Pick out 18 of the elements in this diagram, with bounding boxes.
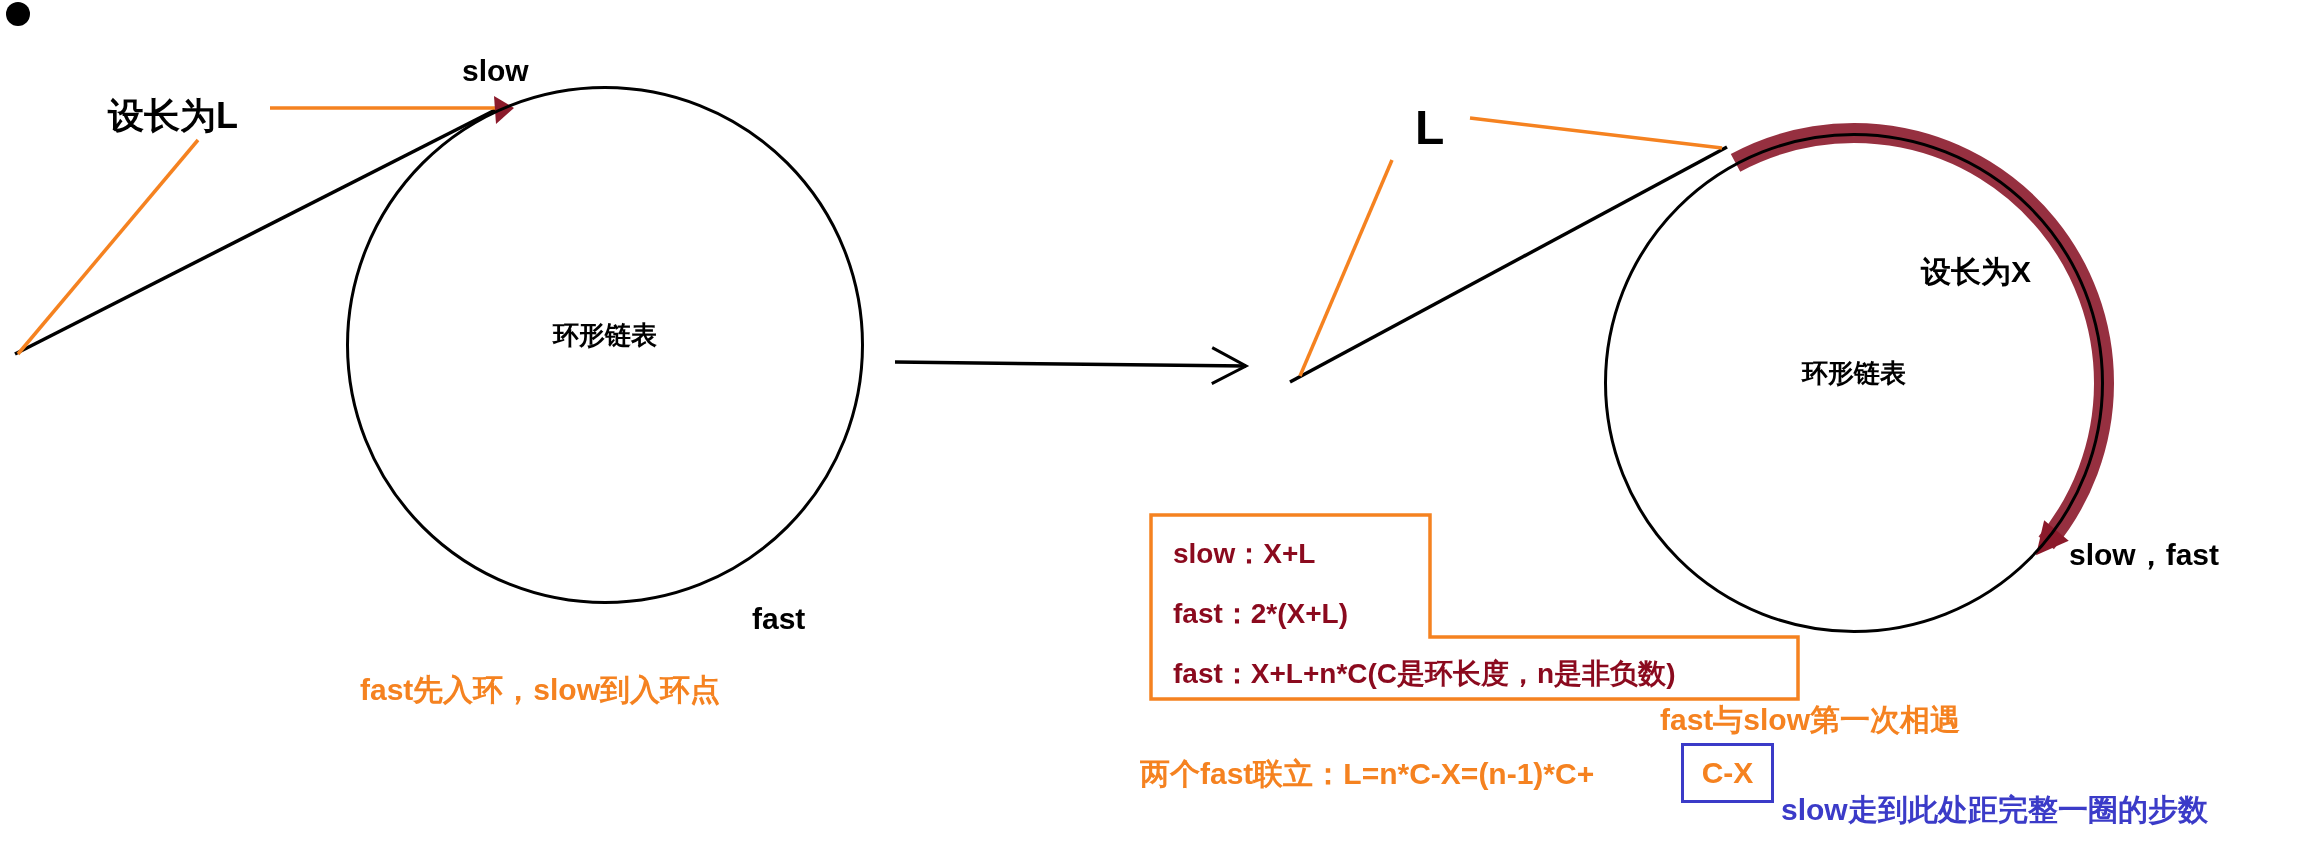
point-label: slow: [462, 54, 529, 88]
equation-text: 两个fast联立：L=n*C-X=(n-1)*C+: [1140, 756, 1595, 792]
length-label: 设长为L: [108, 94, 238, 138]
formula-box: [1149, 513, 1800, 701]
ring-label: 环形链表: [551, 319, 658, 352]
caption-text: fast先入环，slow到入环点: [360, 672, 721, 708]
point-label: fast: [752, 602, 806, 636]
point-label: slow，fast: [2069, 537, 2220, 573]
formula-text: fast：2*(X+L): [1173, 597, 1349, 631]
note-text: slow走到此处距完整一圈的步数: [1781, 792, 2208, 828]
formula-text: slow：X+L: [1173, 537, 1316, 571]
length-label: L: [1415, 100, 1445, 155]
ring-label: 环形链表: [1800, 357, 1907, 390]
formula-text: fast：X+L+n*C(C是环长度，n是非负数): [1173, 657, 1676, 691]
length-label: 设长为X: [1921, 254, 2031, 290]
ring-circle: [346, 86, 864, 604]
highlight-box: C-X: [1681, 743, 1774, 803]
note-text: fast与slow第一次相遇: [1660, 702, 1961, 738]
